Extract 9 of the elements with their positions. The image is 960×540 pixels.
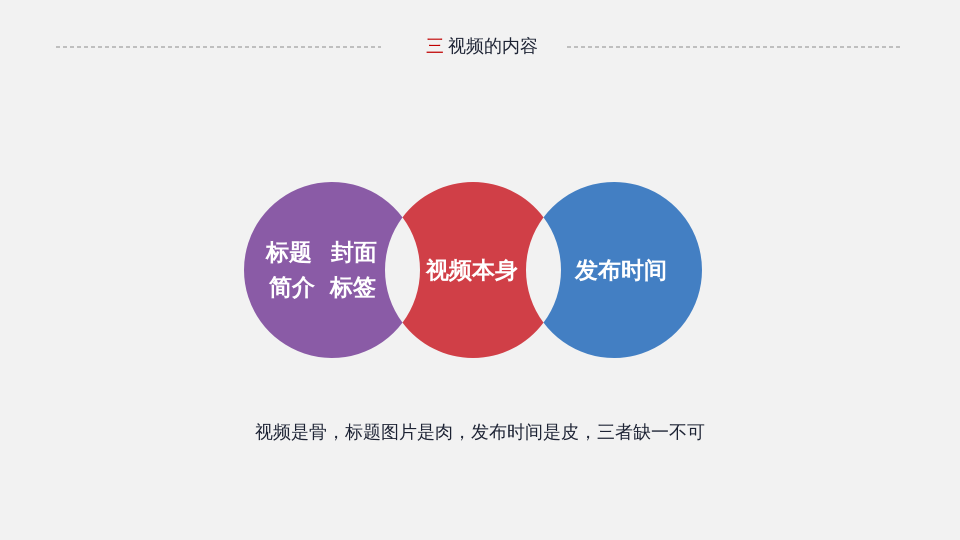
circle-label: 简介 (269, 275, 315, 301)
circle-label: 发布时间 (575, 258, 667, 284)
title: 视频的内容 (448, 37, 538, 57)
circle-label: 封面 (331, 240, 377, 266)
circle-label: 视频本身 (426, 258, 518, 284)
section-number: 三 (426, 37, 444, 57)
caption: 视频是骨，标题图片是肉，发布时间是皮，三者缺一不可 (255, 422, 705, 444)
circle-label: 标题 (266, 240, 312, 266)
circle-label: 标签 (330, 275, 376, 301)
